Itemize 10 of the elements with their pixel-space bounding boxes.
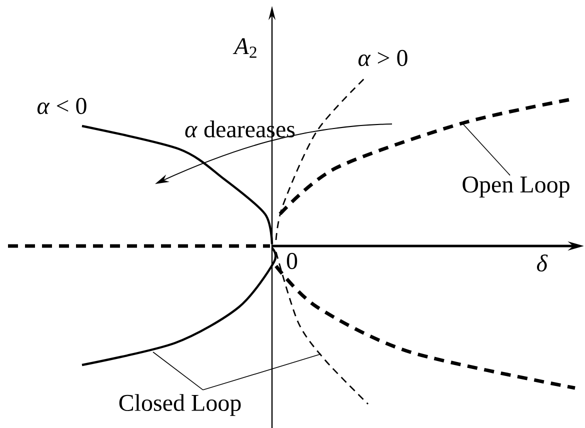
leader-label: Open Loop	[462, 176, 570, 198]
axis-label: A$_{2}$	[232, 38, 256, 58]
curve-label: α < 0	[37, 98, 86, 114]
leader-label: Closed Loop	[119, 394, 241, 416]
leader-line	[152, 352, 204, 390]
leader-line	[462, 124, 510, 176]
leader-line	[202, 354, 322, 390]
tick-label: 0	[286, 252, 298, 270]
axis-label: δ	[536, 254, 548, 272]
curve-label: α > 0	[358, 50, 408, 66]
